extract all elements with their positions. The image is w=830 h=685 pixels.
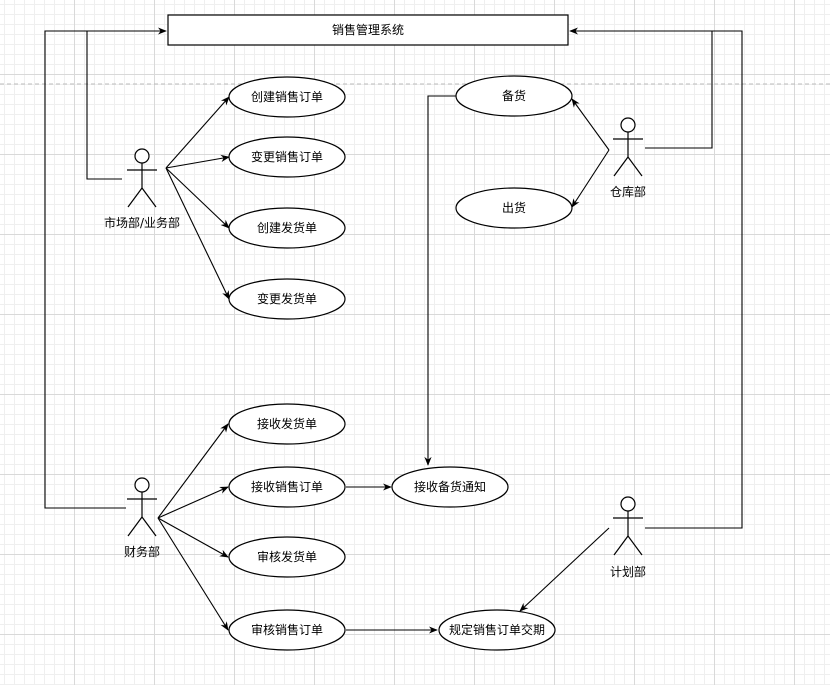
use-case-label: 审核销售订单: [251, 622, 323, 637]
connectors: [44, 27, 743, 634]
finance-receive-order-link: [157, 486, 229, 519]
warehouse-stock-link: [571, 98, 610, 151]
use-case-create-sales-order[interactable]: 创建销售订单: [228, 76, 346, 118]
marketing-system-link: [86, 27, 167, 180]
finance-receive-delivery-link: [157, 423, 229, 519]
finance-review-delivery-link: [157, 517, 229, 558]
use-case-create-delivery-note[interactable]: 创建发货单: [228, 207, 346, 249]
use-case-label: 接收备货通知: [414, 479, 486, 494]
system-title: 销售管理系统: [332, 22, 404, 37]
marketing-change-order-link: [165, 154, 230, 169]
use-case-receive-sales-order[interactable]: 接收销售订单: [228, 466, 346, 508]
system-box[interactable]: 销售管理系统: [167, 14, 569, 46]
planning-date-link: [519, 527, 610, 612]
use-case-label: 变更销售订单: [251, 149, 323, 164]
actor-label: 财务部: [124, 544, 160, 559]
finance-review-order-link: [157, 517, 229, 631]
marketing-create-delivery-link: [165, 167, 230, 229]
use-case-stock-prepare[interactable]: 备货: [455, 75, 573, 117]
actor-finance[interactable]: 财务部: [124, 477, 160, 559]
use-case-review-sales-order[interactable]: 审核销售订单: [228, 609, 346, 651]
warehouse-ship-link: [571, 149, 610, 208]
use-case-label: 备货: [502, 88, 526, 103]
planning-system-link: [645, 30, 743, 529]
use-case-ship-out[interactable]: 出货: [455, 187, 573, 229]
marketing-change-delivery-link: [165, 167, 230, 300]
use-case-label: 变更发货单: [257, 291, 317, 306]
finance-system-link: [44, 30, 126, 509]
use-case-receive-delivery-note[interactable]: 接收发货单: [228, 403, 346, 445]
use-case-review-delivery-note[interactable]: 审核发货单: [228, 536, 346, 578]
use-case-label: 接收销售订单: [251, 479, 323, 494]
stock-to-notice-link: [424, 95, 457, 466]
use-case-label: 规定销售订单交期: [449, 622, 545, 637]
actor-label: 计划部: [610, 564, 646, 579]
warehouse-system-link: [569, 27, 713, 149]
use-case-receive-stock-notice[interactable]: 接收备货通知: [391, 466, 509, 508]
actor-label: 市场部/业务部: [104, 215, 180, 230]
actor-label: 仓库部: [610, 184, 646, 199]
stick-figure-icon: [127, 148, 157, 208]
marketing-create-order-link: [165, 96, 230, 169]
use-case-set-delivery-date[interactable]: 规定销售订单交期: [438, 609, 556, 651]
use-case-label: 审核发货单: [257, 549, 317, 564]
stick-figure-icon: [613, 496, 643, 556]
actor-marketing[interactable]: 市场部/业务部: [104, 148, 180, 230]
use-case-change-delivery-note[interactable]: 变更发货单: [228, 278, 346, 320]
use-case-change-sales-order[interactable]: 变更销售订单: [228, 136, 346, 178]
use-case-label: 接收发货单: [257, 416, 317, 431]
use-case-label: 出货: [502, 200, 526, 215]
use-case-label: 创建销售订单: [251, 89, 323, 104]
stick-figure-icon: [613, 117, 643, 177]
actor-planning[interactable]: 计划部: [610, 496, 646, 579]
actor-warehouse[interactable]: 仓库部: [610, 117, 646, 199]
stick-figure-icon: [127, 477, 157, 537]
use-case-label: 创建发货单: [257, 220, 317, 235]
